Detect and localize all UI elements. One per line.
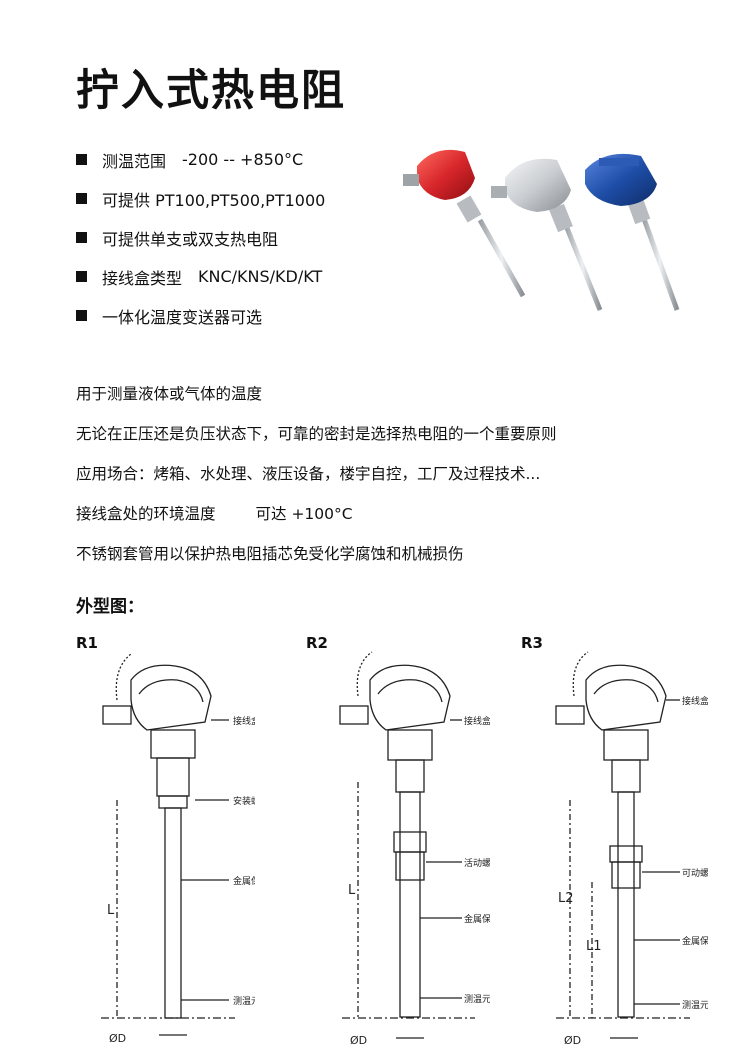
drawing-label-r2: R2 [306, 634, 328, 652]
ambient-temp-value: 可达 +100°C [255, 505, 353, 523]
label-thread: 安装螺牙 [233, 795, 255, 807]
bullet-square-icon [76, 271, 87, 282]
description-line: 应用场合：烤箱、水处理、液压设备，楼宇自控，工厂及过程技术... [76, 465, 541, 483]
description-line: 无论在正压还是负压状态下，可靠的密封是选择热电阻的一个重要原则 [76, 425, 557, 443]
label-junction-box: 接线盒 [682, 695, 708, 707]
label-sensing-element: 测温元件 [464, 993, 490, 1005]
dim-l: L [107, 903, 115, 918]
label-protection-tube: 金属保护管 [464, 913, 490, 925]
feature-list: 测温范围 -200 -- +850°C 可提供 PT100,PT500,PT100… [76, 140, 341, 335]
bullet-square-icon [76, 154, 87, 165]
product-photo [403, 149, 680, 311]
blue-head-sensor-image [585, 153, 680, 311]
description-line: 用于测量液体或气体的温度 [76, 385, 263, 403]
label-protection-tube: 金属保护管 [233, 875, 255, 887]
drawing-r2: 接线盒 活动螺牙 金属保护管 测温元件 L ØD [339, 651, 490, 1047]
red-head-sensor-image [403, 149, 526, 298]
feature-label: 可提供 PT100,PT500,PT1000 [102, 190, 326, 210]
label-junction-box: 接线盒 [233, 715, 255, 727]
feature-label: 接线盒类型 [102, 268, 183, 288]
drawing-r3: 接线盒 可动螺牙 金属保护管 测温元件 L2 L1 ØD [555, 651, 708, 1047]
description-line: 接线盒处的环境温度可达 +100°C [76, 493, 557, 533]
label-junction-box: 接线盒 [464, 715, 490, 727]
feature-item: 一体化温度变送器可选 [76, 296, 341, 335]
bullet-square-icon [76, 310, 87, 321]
dim-l2: L2 [558, 891, 574, 906]
feature-value: KNC/KNS/KD/KT [198, 267, 323, 286]
feature-label: 测温范围 [102, 151, 167, 171]
dim-od: ØD [564, 1034, 581, 1047]
feature-item: 可提供单支或双支热电阻 [76, 218, 341, 257]
outline-title: 外型图： [76, 597, 144, 617]
bullet-square-icon [76, 232, 87, 243]
description-list: 用于测量液体或气体的温度 无论在正压还是负压状态下，可靠的密封是选择热电阻的一个… [76, 373, 557, 573]
drawing-label-r3: R3 [521, 634, 543, 652]
dim-l1: L1 [586, 939, 602, 954]
feature-value: -200 -- +850°C [182, 150, 304, 169]
feature-item: 接线盒类型 KNC/KNS/KD/KT [76, 257, 341, 296]
drawing-label-r1: R1 [76, 634, 98, 652]
label-protection-tube: 金属保护管 [682, 935, 708, 947]
label-sensing-element: 测温元件 [233, 995, 255, 1007]
page-title: 拧入式热电阻 [76, 66, 346, 116]
bullet-square-icon [76, 193, 87, 204]
label-sensing-element: 测温元件 [682, 999, 708, 1011]
dim-l: L [348, 883, 356, 898]
drawing-r1: 接线盒 安装螺牙 金属保护管 测温元件 L ØD [101, 653, 255, 1045]
feature-label: 可提供单支或双支热电阻 [102, 229, 279, 249]
dim-od: ØD [109, 1032, 126, 1045]
label-thread: 可动螺牙 [682, 868, 708, 879]
label-thread: 活动螺牙 [464, 857, 490, 869]
silver-head-sensor-image [491, 158, 603, 311]
feature-item: 可提供 PT100,PT500,PT1000 [76, 179, 341, 218]
feature-label: 一体化温度变送器可选 [102, 307, 263, 327]
feature-item: 测温范围 -200 -- +850°C [76, 140, 341, 179]
description-line: 不锈钢套管用以保护热电阻插芯免受化学腐蚀和机械损伤 [76, 545, 464, 563]
dim-od: ØD [350, 1034, 367, 1047]
